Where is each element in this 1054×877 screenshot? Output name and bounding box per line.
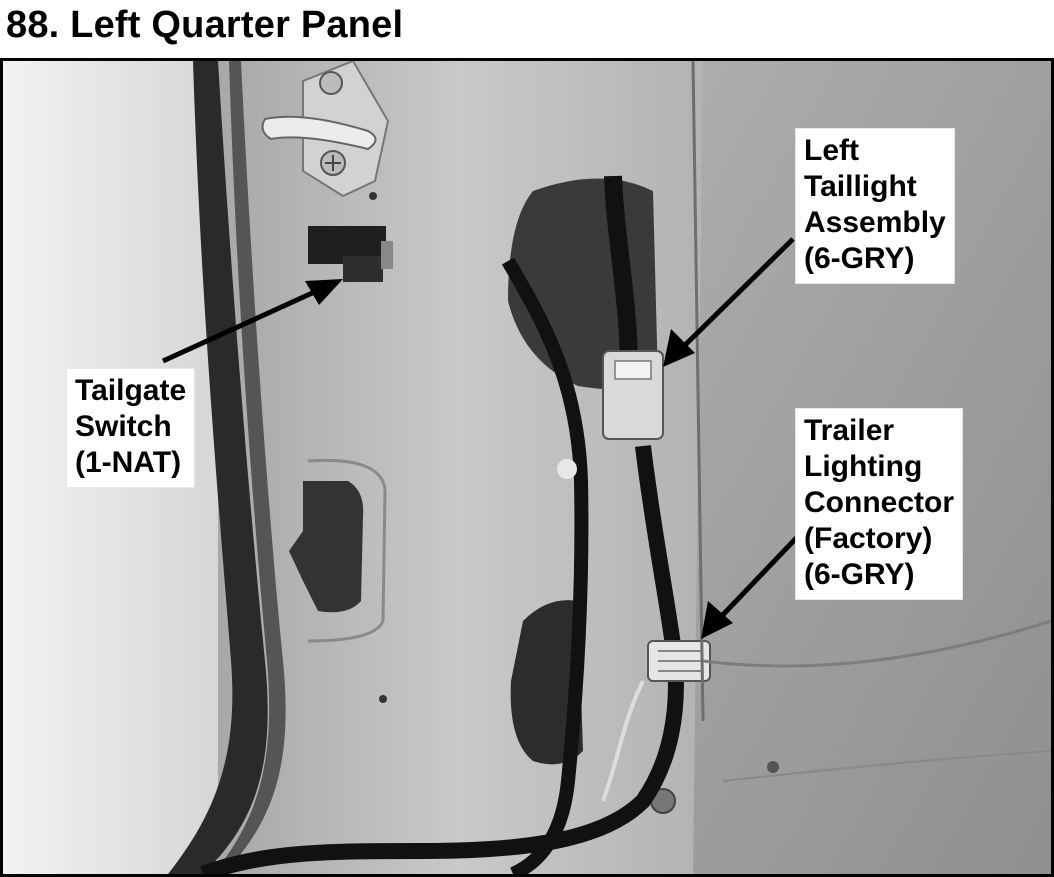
trailer-label-line-5: (6-GRY) xyxy=(804,558,915,591)
harness-left xyxy=(501,257,589,874)
bumper-stop xyxy=(289,481,364,613)
trailer-label-line-1: Trailer xyxy=(804,414,895,447)
tailgate-label-line-3: (1-NAT) xyxy=(75,446,182,479)
tailgate-switch-label: Tailgate Switch (1-NAT) xyxy=(66,368,196,488)
trailer-connector-label: Trailer Lighting Connector (Factory) (6-… xyxy=(795,408,963,600)
tailgate-arrow xyxy=(161,279,343,364)
harness-main xyxy=(200,445,684,874)
taillight-label-line-1: Left xyxy=(804,134,859,167)
taillight-label-line-3: Assembly xyxy=(804,206,946,239)
trailer-label-line-2: Lighting xyxy=(804,450,923,483)
taillight-label-line-4: (6-GRY) xyxy=(804,242,915,275)
taillight-arrow xyxy=(663,237,795,367)
tailgate-label-line-2: Switch xyxy=(75,410,172,443)
left-taillight-label: Left Taillight Assembly (6-GRY) xyxy=(795,128,955,284)
tailgate-label-line-1: Tailgate xyxy=(75,374,187,407)
trailer-label-line-4: (Factory) xyxy=(804,522,933,555)
trailer-arrow xyxy=(701,529,805,639)
taillight-label-line-2: Taillight xyxy=(804,170,917,203)
trailer-label-line-3: Connector xyxy=(804,486,954,519)
page-title: 88. Left Quarter Panel xyxy=(6,4,404,46)
door-seal xyxy=(168,61,268,874)
lower-access-hole xyxy=(510,600,583,765)
